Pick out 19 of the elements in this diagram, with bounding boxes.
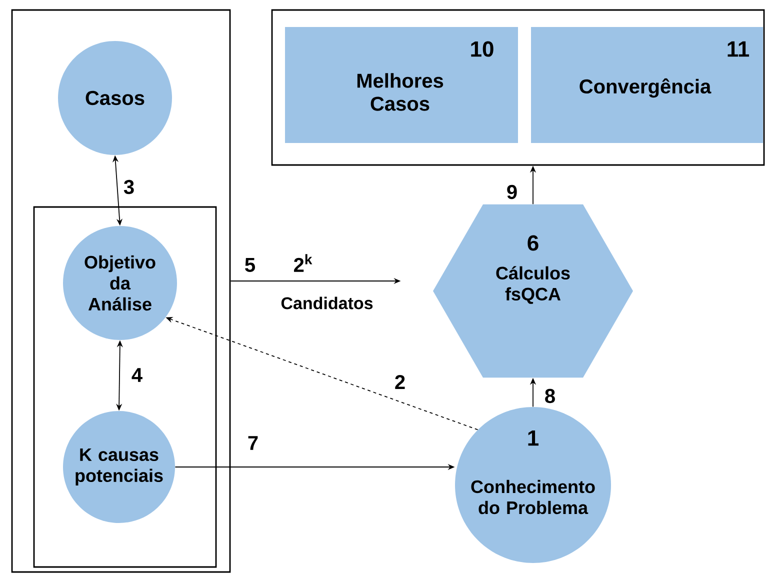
group-box — [33, 206, 217, 568]
circle-node: K causas potenciais — [63, 411, 175, 523]
circle-node: 1 Conhecimento do Problema — [455, 407, 611, 563]
process-box: 10 Melhores Casos — [285, 27, 518, 143]
label-text: 2$^{k}$ — [294, 254, 312, 272]
group-box — [11, 9, 231, 573]
edge-label: 9 — [505, 184, 519, 200]
edge-label: 3 — [122, 178, 136, 196]
edge-label: 2 — [393, 374, 407, 390]
hexagon-node: 6 Cálculos fsQCA — [433, 204, 633, 378]
circle-node: Objetivo da Análise — [63, 226, 177, 340]
edge-label: 8 — [543, 388, 557, 404]
label-text: Candidatos — [281, 296, 373, 310]
group-box — [271, 9, 765, 166]
edge-label: 7 — [246, 435, 260, 451]
process-box: 11 Convergência — [531, 27, 764, 143]
edge-label: 4 — [130, 367, 144, 383]
edge-label: 5 — [243, 257, 257, 273]
circle-node: Casos — [58, 41, 172, 155]
